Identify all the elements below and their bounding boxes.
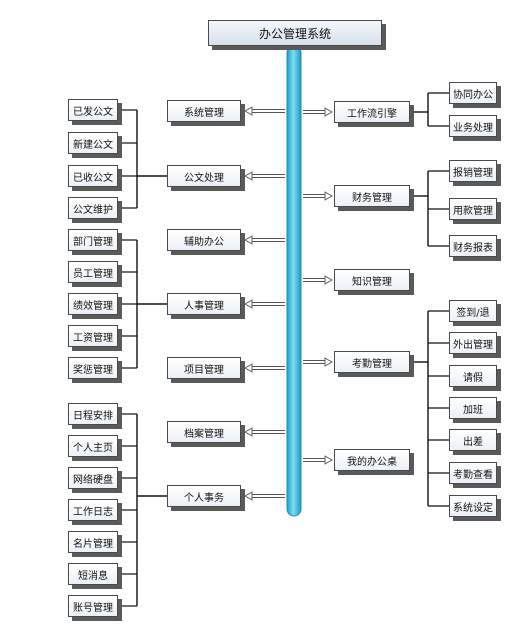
left-arrow-2 — [244, 235, 285, 245]
left-child-1-3: 公文维护 — [68, 197, 118, 219]
right-child-3-6: 系统设定 — [449, 495, 497, 517]
right-module-2: 知识管理 — [334, 269, 410, 291]
left-module-4: 项目管理 — [167, 357, 241, 379]
right-child-0-0: 协同办公 — [449, 82, 497, 104]
left-child-1-2: 已收公文 — [68, 165, 118, 187]
right-arrow-3 — [303, 357, 333, 367]
right-child-1-1: 用款管理 — [449, 198, 497, 220]
left-module-0: 系统管理 — [167, 100, 241, 122]
right-arrow-2 — [303, 275, 333, 285]
left-child-3-4: 奖惩管理 — [68, 357, 118, 379]
right-child-3-1: 外出管理 — [449, 332, 497, 354]
left-module-5: 档案管理 — [167, 421, 241, 443]
right-child-3-3: 加班 — [449, 397, 497, 419]
right-child-3-4: 出差 — [449, 429, 497, 451]
left-arrow-0 — [244, 106, 285, 116]
connectors — [122, 92, 449, 607]
root-title: 办公管理系统 — [208, 20, 382, 46]
left-child-6-2: 网络硬盘 — [68, 467, 118, 489]
right-arrow-0 — [303, 107, 333, 117]
right-child-3-0: 签到/退 — [449, 300, 497, 322]
left-module-3: 人事管理 — [167, 293, 241, 315]
right-child-1-2: 财务报表 — [449, 235, 497, 257]
left-child-6-1: 个人主页 — [68, 435, 118, 457]
left-arrow-3 — [244, 299, 285, 309]
right-child-3-2: 请假 — [449, 365, 497, 387]
pipe-body — [286, 45, 302, 517]
right-module-4: 我的办公桌 — [334, 449, 410, 471]
left-child-3-3: 工资管理 — [68, 325, 118, 347]
left-arrow-1 — [244, 171, 285, 181]
left-child-6-5: 短消息 — [68, 563, 118, 585]
right-child-3-5: 考勤查看 — [449, 462, 497, 484]
left-child-3-1: 员工管理 — [68, 261, 118, 283]
left-arrow-5 — [244, 427, 285, 437]
central-pipe — [286, 45, 302, 517]
left-child-1-0: 已发公文 — [68, 99, 118, 121]
left-child-6-0: 日程安排 — [68, 403, 118, 425]
left-child-3-2: 绩效管理 — [68, 293, 118, 315]
left-child-3-0: 部门管理 — [68, 229, 118, 251]
left-child-6-3: 工作日志 — [68, 499, 118, 521]
left-module-6: 个人事务 — [167, 485, 241, 507]
right-module-0: 工作流引擎 — [334, 101, 410, 123]
right-module-3: 考勤管理 — [334, 351, 410, 373]
right-arrow-1 — [303, 191, 333, 201]
left-arrow-4 — [244, 363, 285, 373]
right-child-0-1: 业务处理 — [449, 115, 497, 137]
left-module-2: 辅助办公 — [167, 229, 241, 251]
left-module-1: 公文处理 — [167, 165, 241, 187]
right-arrow-4 — [303, 455, 333, 465]
left-child-6-4: 名片管理 — [68, 531, 118, 553]
left-arrow-6 — [244, 491, 285, 501]
right-module-1: 财务管理 — [334, 185, 410, 207]
left-child-1-1: 新建公文 — [68, 132, 118, 154]
left-child-6-6: 账号管理 — [68, 595, 118, 617]
right-child-1-0: 报销管理 — [449, 160, 497, 182]
